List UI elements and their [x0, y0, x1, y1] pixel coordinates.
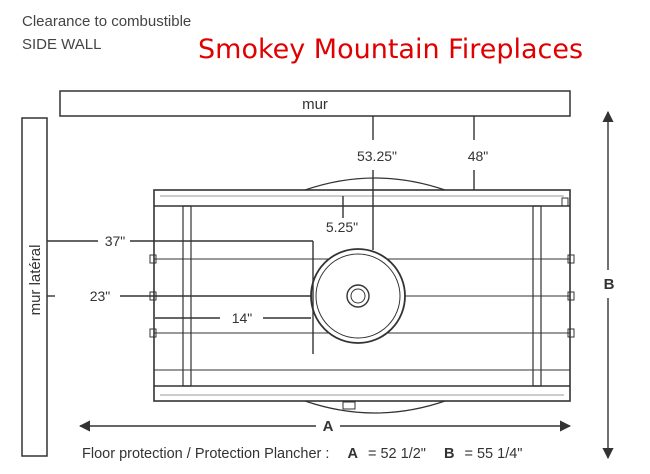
footer-a-value: = 52 1/2" [368, 446, 426, 462]
brand-title: Smokey Mountain Fireplaces [198, 34, 584, 65]
footer-note: Floor protection / Protection Plancher :… [82, 446, 522, 462]
label-back-53: 53.25" [357, 148, 397, 164]
label-back-48: 48" [468, 148, 489, 164]
footer-b-value: = 55 1/4" [465, 446, 523, 462]
dimension-labels: 53.25" 48" 5.25" 37" 23" 14" A B [90, 148, 615, 435]
side-wall-label: mur latéral [27, 245, 44, 316]
label-side-37: 37" [105, 233, 126, 249]
label-inner-14: 14" [232, 310, 253, 326]
back-wall: mur [59, 90, 571, 117]
label-side-23: 23" [90, 288, 111, 304]
back-wall-label: mur [302, 96, 328, 113]
side-wall: mur latéral [21, 117, 48, 457]
dimension-b-label: B [604, 276, 615, 293]
dimension-lines [47, 110, 614, 460]
dimension-a-label: A [323, 418, 334, 435]
footer-b-label: B [444, 446, 454, 462]
footer-text: Floor protection / Protection Plancher : [82, 446, 329, 462]
footer-a-label: A [347, 446, 358, 462]
header-line-2: SIDE WALL [22, 36, 102, 53]
label-flue-offset: 5.25" [326, 219, 358, 235]
header-line-1: Clearance to combustible [22, 13, 192, 30]
